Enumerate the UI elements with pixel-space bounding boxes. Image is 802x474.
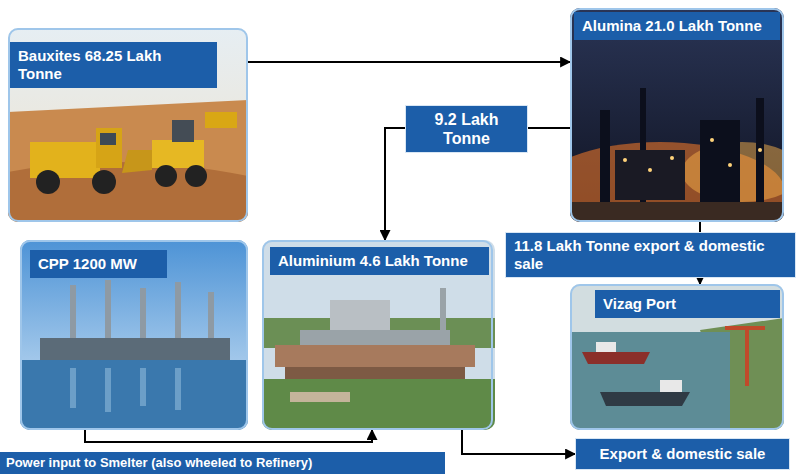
heading-band: Vizag Port xyxy=(595,290,780,318)
smelter-photo-part xyxy=(262,379,495,430)
flow-label-text: Power input to Smelter (also wheeled to … xyxy=(6,455,312,470)
smelter-photo-part xyxy=(330,300,390,330)
bauxite-mine-photo-part xyxy=(8,100,248,222)
alumina-refinery-photo-part xyxy=(728,163,732,167)
panel-heading: Aluminium 4.6 Lakh Tonne xyxy=(278,252,468,269)
photo-panel: Alumina 21.0 Lakh Tonne xyxy=(570,8,784,222)
bauxite-mine-photo-part xyxy=(30,142,100,178)
port-photo xyxy=(570,284,784,430)
heading-band: Aluminium 4.6 Lakh Tonne xyxy=(270,247,489,275)
power-plant-photo-part xyxy=(40,338,230,362)
heading-band: Bauxites 68.25 Lakh Tonne xyxy=(10,42,217,88)
port-photo-part xyxy=(725,326,765,330)
band-text: Export & domestic sale xyxy=(600,445,766,462)
bauxite-mine-photo-part xyxy=(92,170,116,194)
flow-label: 11.8 Lakh Tonne export & domestic sale xyxy=(505,232,796,278)
smelter-photo-part xyxy=(262,240,495,430)
port-photo-part xyxy=(570,284,784,430)
panel-heading: Vizag Port xyxy=(603,295,676,312)
smelter-photo xyxy=(262,240,495,430)
power-plant-photo-part xyxy=(70,368,76,408)
alumina-refinery-photo-part xyxy=(710,138,714,142)
flow-label: 9.2 Lakh Tonne xyxy=(405,105,528,153)
alumina-refinery-photo-part xyxy=(648,168,652,172)
power-plant-photo-part xyxy=(105,368,111,412)
port-photo-part xyxy=(660,380,682,392)
alumina-refinery-photo-part xyxy=(700,120,740,205)
alumina-refinery-photo-part xyxy=(758,148,762,152)
panel-heading: Bauxites 68.25 Lakh Tonne xyxy=(18,47,161,82)
bauxite-mine-photo-part xyxy=(36,170,60,194)
photo-panel: CPP 1200 MW xyxy=(20,240,248,430)
bauxite-mine-photo-part xyxy=(205,112,237,128)
power-plant-photo-part xyxy=(20,360,248,430)
flow-label: Power input to Smelter (also wheeled to … xyxy=(0,452,445,474)
flow-label-text: 11.8 Lakh Tonne export & domestic sale xyxy=(514,237,765,272)
flow-arrow xyxy=(85,430,372,442)
alumina-refinery-photo xyxy=(570,8,784,222)
bauxite-mine-photo-part xyxy=(8,28,248,222)
bauxite-mine-photo-part xyxy=(172,120,194,142)
photo-panel: Aluminium 4.6 Lakh Tonne xyxy=(262,240,493,430)
alumina-refinery-photo-part xyxy=(600,110,610,205)
power-plant-photo-part xyxy=(175,368,181,410)
port-photo-part xyxy=(570,332,730,430)
flow-arrow xyxy=(462,430,575,454)
bauxite-mine-photo-part xyxy=(96,128,122,168)
bauxite-mine-photo xyxy=(8,28,248,222)
power-plant-photo xyxy=(20,240,248,430)
heading-band: CPP 1200 MW xyxy=(30,250,167,278)
smelter-photo-part xyxy=(290,392,350,402)
alumina-refinery-photo-part xyxy=(756,98,764,203)
photo-panel: Vizag Port xyxy=(570,284,784,430)
port-photo-part xyxy=(745,326,749,386)
bauxite-mine-photo-part xyxy=(100,133,116,145)
flow-arrow xyxy=(248,61,570,63)
bauxite-mine-photo-part xyxy=(185,165,207,187)
smelter-photo-part xyxy=(300,330,450,345)
smelter-photo-part xyxy=(285,367,465,379)
power-plant-photo-part xyxy=(140,368,146,406)
alumina-refinery-photo-part xyxy=(623,158,627,162)
panel-heading: Alumina 21.0 Lakh Tonne xyxy=(582,17,762,34)
port-photo-part xyxy=(582,352,650,364)
smelter-photo-part xyxy=(275,345,475,367)
photo-panel: Bauxites 68.25 Lakh Tonne xyxy=(8,28,248,222)
heading-band: Alumina 21.0 Lakh Tonne xyxy=(574,12,780,40)
alumina-refinery-photo-part xyxy=(615,150,685,200)
bauxite-mine-photo-part xyxy=(155,165,177,187)
power-plant-photo-part xyxy=(20,240,248,430)
flow-label-text: 9.2 Lakh Tonne xyxy=(434,111,498,147)
port-photo-part xyxy=(596,342,616,352)
alumina-refinery-photo-part xyxy=(670,156,674,160)
alumina-refinery-photo-part xyxy=(570,202,784,222)
bauxite-mine-photo-part xyxy=(152,140,204,168)
smelter-photo-part xyxy=(440,288,446,330)
panel-heading: CPP 1200 MW xyxy=(38,255,137,272)
port-photo-part xyxy=(600,392,690,406)
output-band: Export & domestic sale xyxy=(575,438,790,470)
bauxite-mine-photo-part xyxy=(122,150,152,173)
